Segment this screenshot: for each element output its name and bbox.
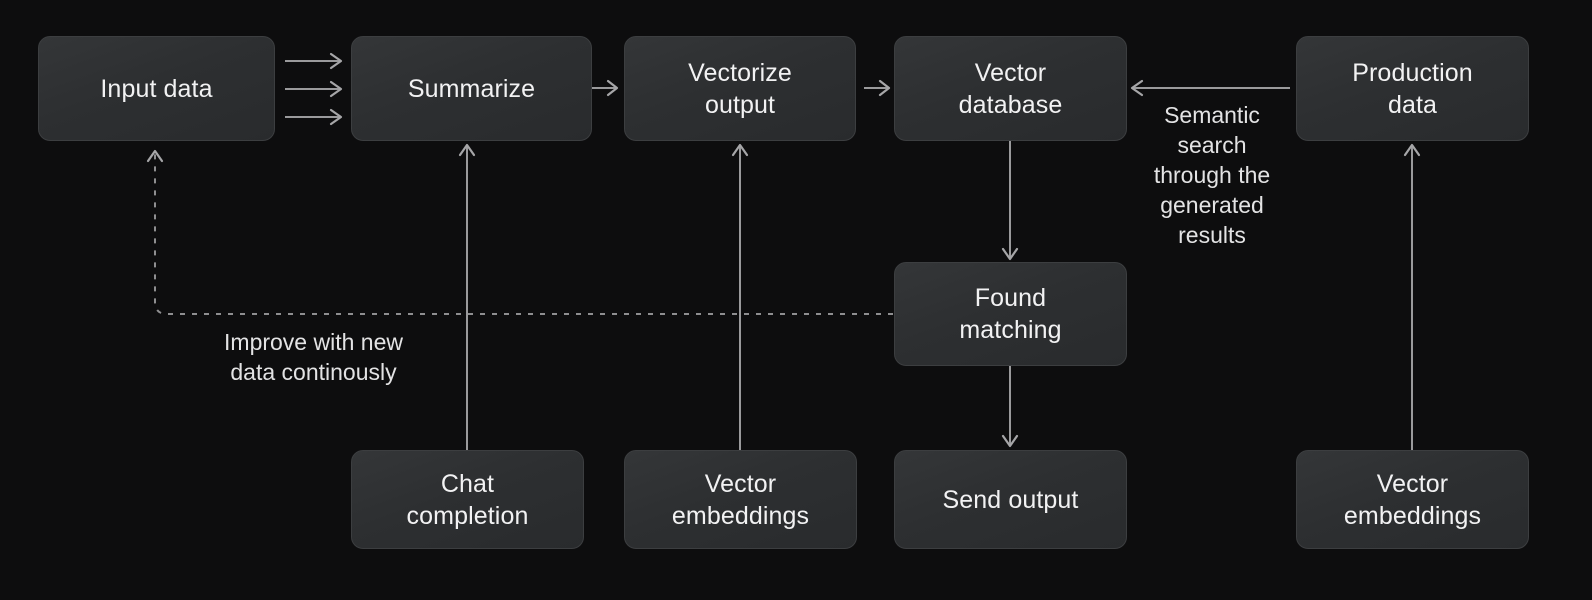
node-summarize-label: Summarize xyxy=(407,74,536,103)
node-vector-embeddings-2-label: Vector embeddings xyxy=(1343,469,1482,530)
node-production-data-label: Production data xyxy=(1352,58,1473,119)
node-input-data-label: Input data xyxy=(100,74,213,103)
edge-input-to-summarize xyxy=(285,52,343,126)
edge-vectordb-to-found xyxy=(1001,137,1019,261)
node-chat-completion[interactable]: Chat completion xyxy=(351,450,584,549)
node-vectorize-output-label: Vectorize output xyxy=(688,58,792,119)
edge-embeddings1-to-vectorize xyxy=(731,143,749,452)
node-vectorize-output[interactable]: Vectorize output xyxy=(624,36,856,141)
edge-production-to-vectordb xyxy=(1130,79,1290,97)
edge-chat-to-summarize xyxy=(458,143,476,452)
node-vector-embeddings-1-label: Vector embeddings xyxy=(671,469,810,530)
node-summarize[interactable]: Summarize xyxy=(351,36,592,141)
node-production-data[interactable]: Production data xyxy=(1296,36,1529,141)
node-send-output-label: Send output xyxy=(942,485,1079,514)
node-found-matching-label: Found matching xyxy=(959,284,1062,344)
edge-embeddings2-to-production xyxy=(1403,143,1421,452)
node-found-matching[interactable]: Found matching xyxy=(894,262,1127,366)
node-chat-completion-label: Chat completion xyxy=(406,469,529,530)
edge-feedback-loop xyxy=(146,149,893,315)
node-vector-database-label: Vector database xyxy=(958,58,1063,119)
edge-label-improve-feedback: Improve with new data continously xyxy=(224,329,403,385)
node-input-data[interactable]: Input data xyxy=(38,36,275,141)
node-send-output[interactable]: Send output xyxy=(894,450,1127,549)
node-vector-embeddings-2[interactable]: Vector embeddings xyxy=(1296,450,1529,549)
edge-summarize-to-vectorize xyxy=(592,79,619,97)
edge-found-to-send xyxy=(1001,364,1019,448)
edge-label-semantic-search: Semantic search through the generated re… xyxy=(1153,102,1271,248)
node-vector-embeddings-1[interactable]: Vector embeddings xyxy=(624,450,857,549)
edge-vectorize-to-vectordb xyxy=(864,79,891,97)
node-vector-database[interactable]: Vector database xyxy=(894,36,1127,141)
